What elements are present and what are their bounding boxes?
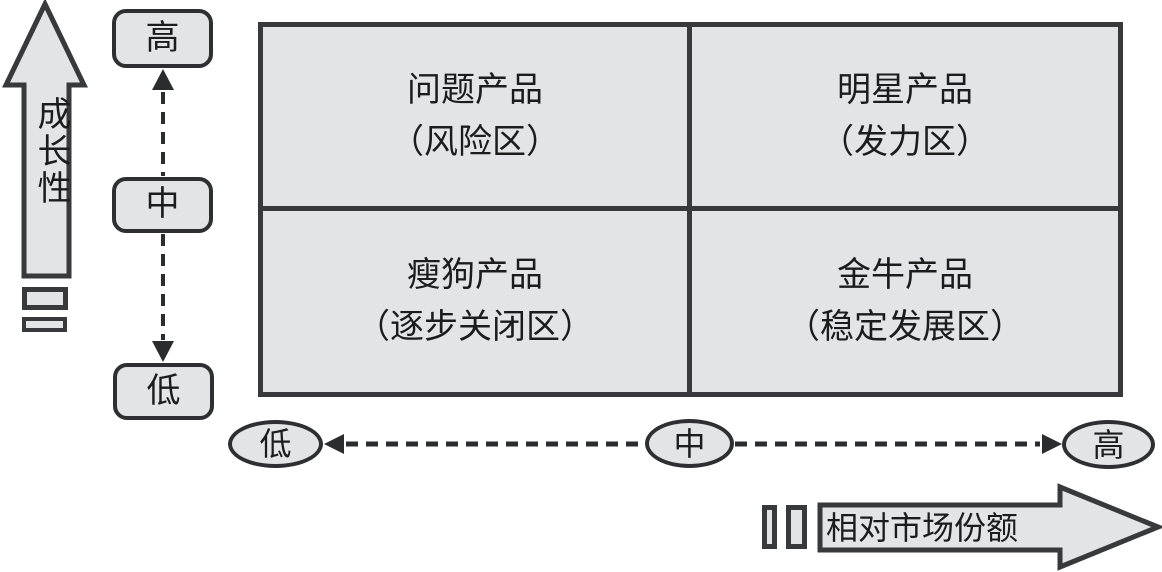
quadrant-zone: （稳定发展区） <box>786 308 1024 346</box>
x-tick-high: 高 <box>1062 420 1155 469</box>
quadrant-zone: （发力区） <box>820 123 990 161</box>
quadrant-name: 瘦狗产品 <box>407 256 543 294</box>
matrix-grid: 问题产品 （风险区） 明星产品 （发力区） 瘦狗产品 （逐步关闭区） 金牛产品 … <box>258 22 1123 397</box>
matrix-horizontal-divider <box>263 206 1118 211</box>
quadrant-dog-products: 瘦狗产品 （逐步关闭区） <box>263 211 687 392</box>
market-share-arrow-icon <box>817 483 1162 571</box>
quadrant-cashcow-products: 金牛产品 （稳定发展区） <box>692 211 1118 392</box>
quadrant-question-products: 问题产品 （风险区） <box>263 27 687 206</box>
arrowhead-up-icon <box>152 69 174 90</box>
y-axis-title: 成长性 <box>32 96 69 207</box>
x-tick-mid: 中 <box>645 419 734 468</box>
y-tick-mid: 中 <box>112 177 213 233</box>
quadrant-name: 明星产品 <box>837 71 973 109</box>
x-tick-low-label: 低 <box>259 426 292 462</box>
x-axis-title: 相对市场份额 <box>826 509 1019 546</box>
y-tick-low-label: 低 <box>146 372 181 410</box>
x-axis-break-icon <box>762 505 777 549</box>
y-axis-break-icon <box>22 317 67 332</box>
quadrant-zone: （逐步关闭区） <box>356 308 594 346</box>
quadrant-name: 金牛产品 <box>837 256 973 294</box>
y-tick-high-label: 高 <box>145 19 180 57</box>
x-tick-high-label: 高 <box>1092 426 1125 463</box>
y-tick-mid-label: 中 <box>145 186 180 223</box>
x-axis-break-icon <box>786 505 807 549</box>
y-axis-break-icon <box>22 287 68 310</box>
y-tick-high: 高 <box>112 9 213 68</box>
arrowhead-right-icon <box>1042 434 1062 454</box>
x-tick-low: 低 <box>228 420 323 468</box>
y-tick-low: 低 <box>113 363 214 420</box>
growth-axis-arrow-icon <box>2 0 88 279</box>
arrowhead-left-icon <box>324 434 344 454</box>
quadrant-name: 问题产品 <box>407 71 543 109</box>
arrowhead-down-icon <box>152 341 174 362</box>
quadrant-zone: （风险区） <box>390 123 560 161</box>
quadrant-star-products: 明星产品 （发力区） <box>692 27 1118 206</box>
x-tick-mid-label: 中 <box>673 425 706 462</box>
